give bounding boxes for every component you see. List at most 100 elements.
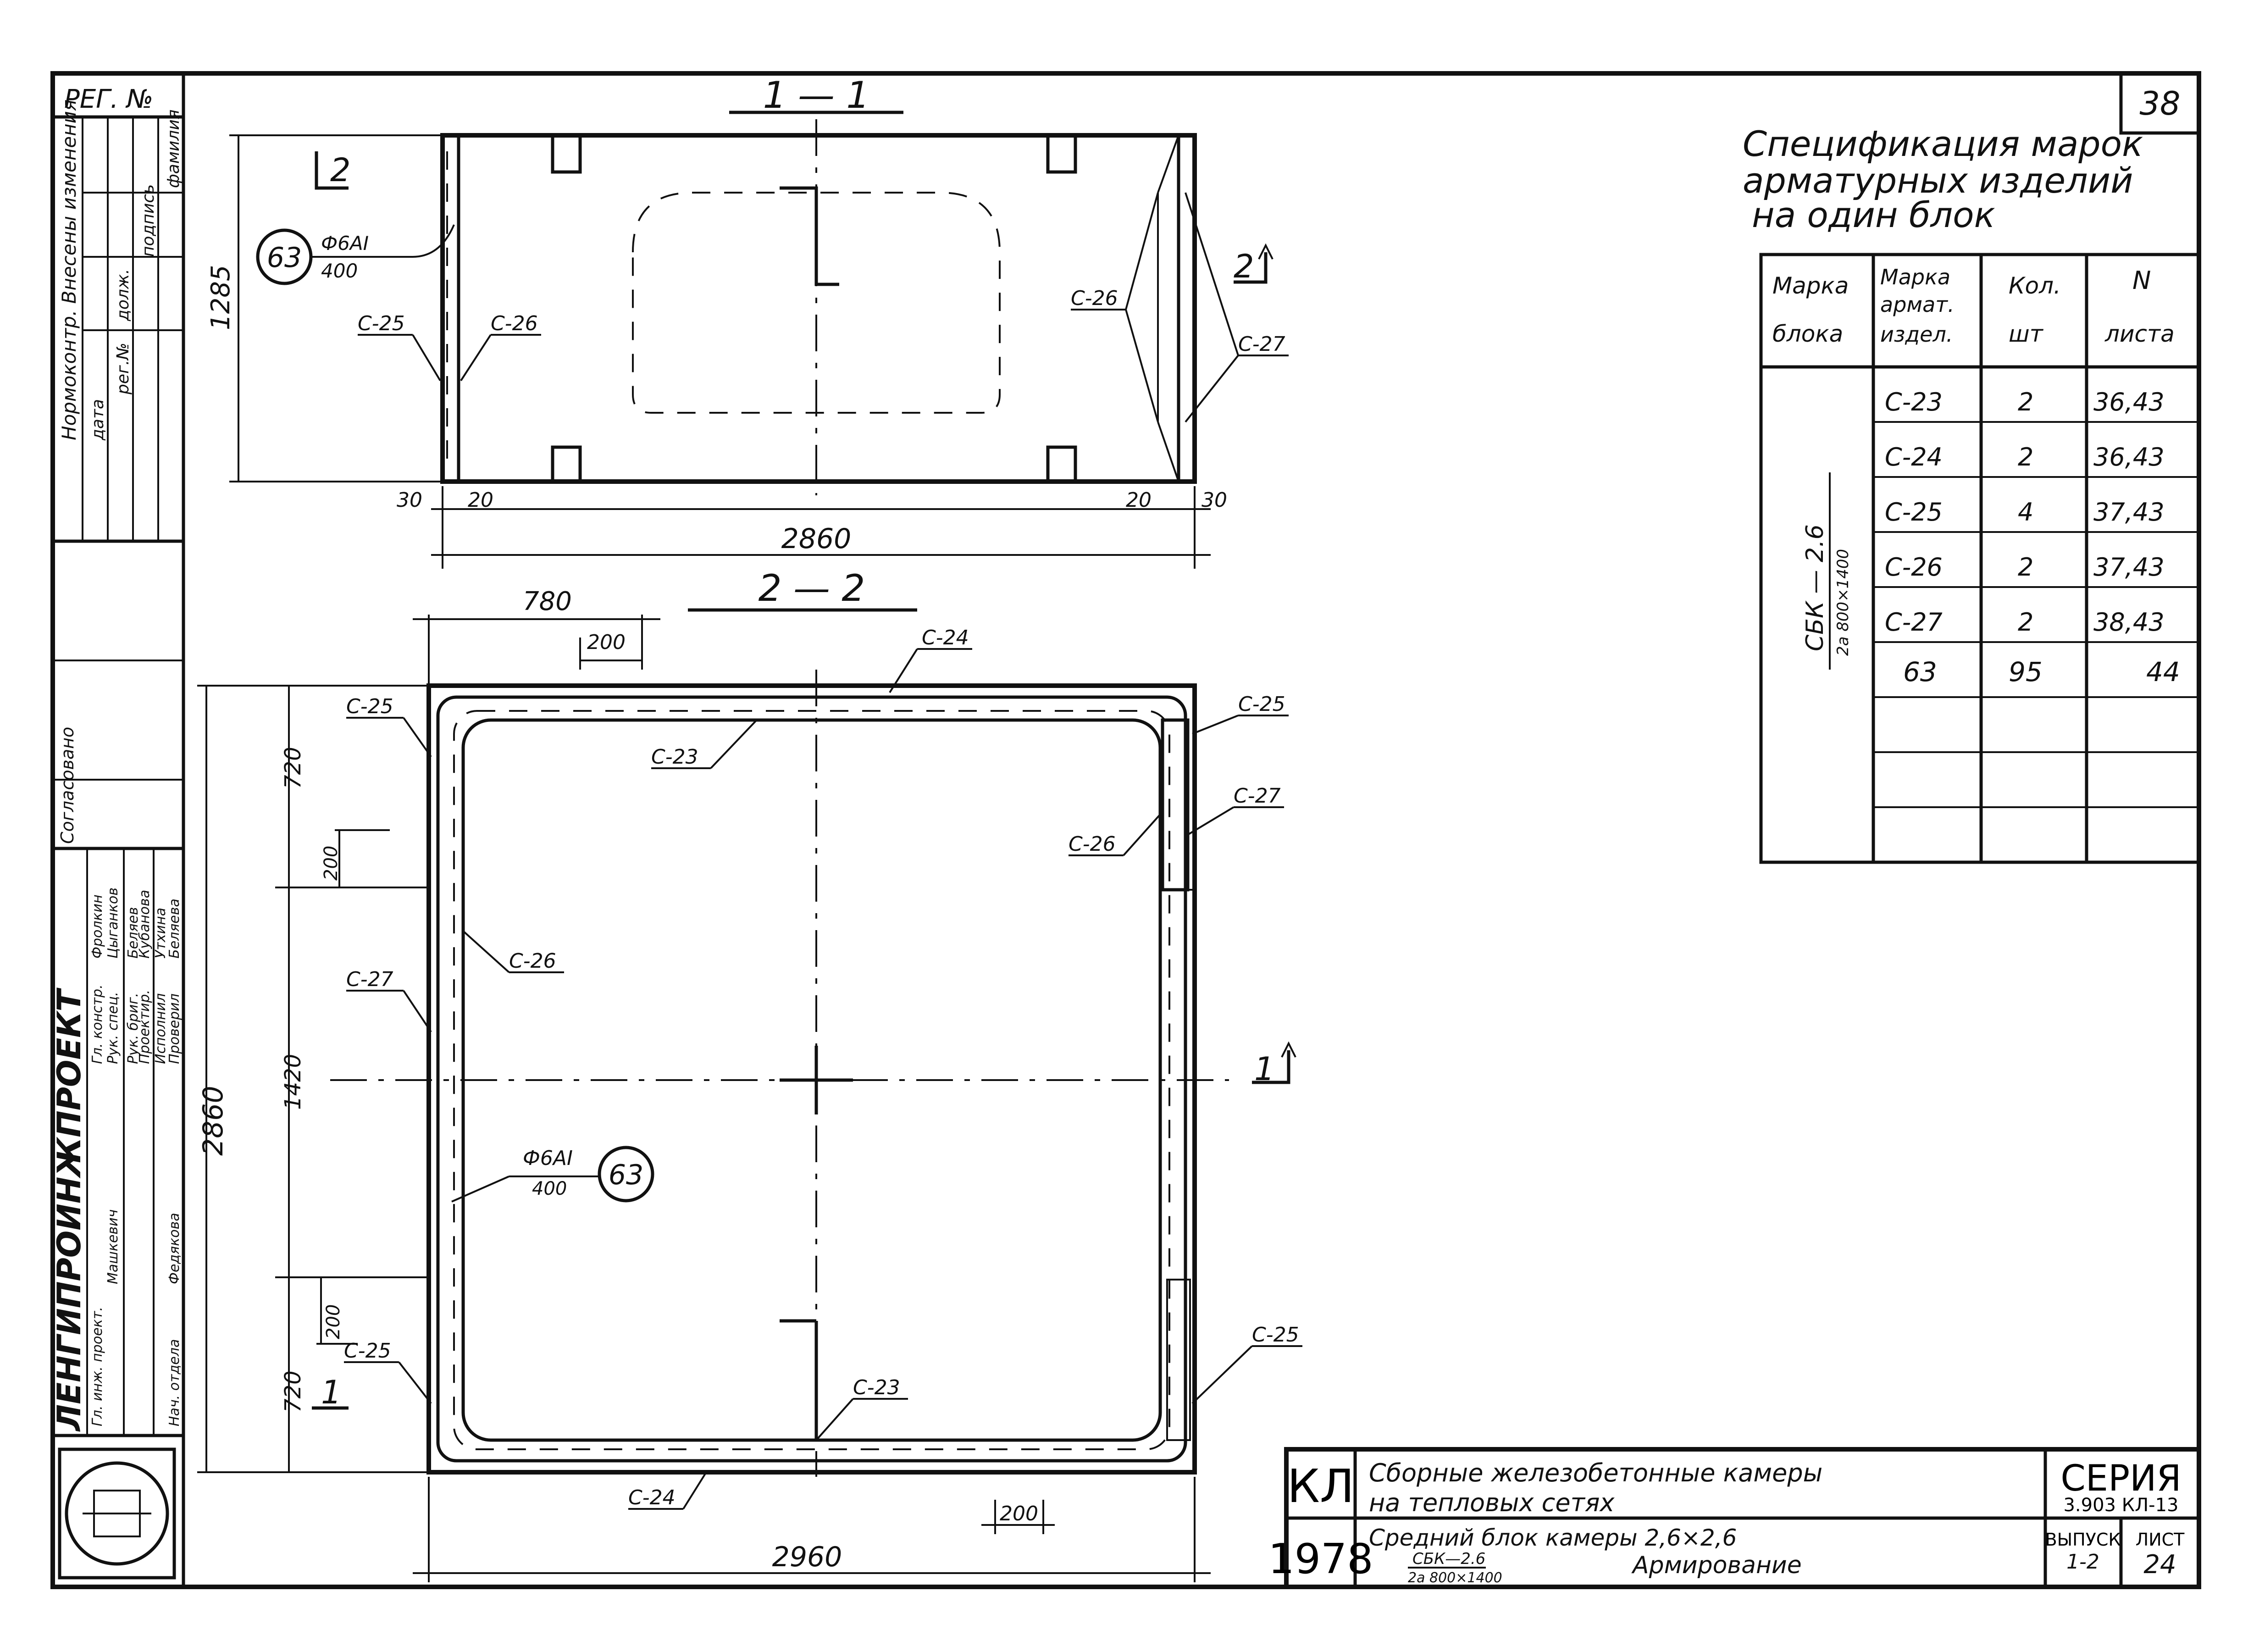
spec-hdr-item-1: Марка bbox=[1880, 265, 1950, 289]
spec-row-6-item: 63 bbox=[1903, 656, 1937, 687]
spec-title-1: Спецификация марок bbox=[1743, 123, 2143, 164]
callout-63-circle bbox=[256, 228, 313, 285]
spec-hdr-qty-1: Кол. bbox=[2009, 272, 2061, 299]
dim-width-2860: 2860 bbox=[781, 523, 852, 555]
person-4: Кубанова bbox=[137, 890, 153, 959]
label-c25-right-bottom: С-25 bbox=[1252, 1323, 1299, 1347]
label-c26-right-mid: С-26 bbox=[1069, 832, 1116, 856]
dim-780: 780 bbox=[523, 587, 572, 616]
spec-row-4-item: С-26 bbox=[1885, 553, 1943, 582]
label-c27-sec1: С-27 bbox=[1238, 333, 1285, 356]
spec-row-5-item: С-27 bbox=[1885, 608, 1943, 637]
section-1-1-outline bbox=[440, 133, 1197, 484]
spec-row-1-sheet: 36,43 bbox=[2093, 388, 2165, 416]
dim-20-left: 20 bbox=[468, 488, 493, 512]
dim-overall-2860: 2860 bbox=[197, 1086, 229, 1156]
callout-63-bar: Ф6АI bbox=[321, 232, 369, 255]
person-5: Утхина bbox=[153, 908, 169, 959]
person-1: Фролкин bbox=[89, 894, 105, 959]
callout-63-num: 63 bbox=[267, 242, 302, 274]
spec-block-sub: 2а 800×1400 bbox=[1834, 549, 1852, 656]
spec-hdr-sheet-2: листа bbox=[2104, 321, 2175, 347]
spec-hdr-sheet-1: N bbox=[2132, 266, 2151, 295]
dim-height-1285: 1285 bbox=[206, 265, 236, 330]
changes-header: Нормоконтр. Внесены изменения bbox=[58, 100, 80, 440]
series-label: СЕРИЯ bbox=[2060, 1458, 2181, 1499]
spec-row-6-sheet: 44 bbox=[2146, 656, 2180, 687]
label-c23-bottom: С-23 bbox=[853, 1376, 900, 1399]
label-c24-bottom: С-24 bbox=[628, 1486, 676, 1509]
role-4: Рук. бриг. bbox=[125, 993, 141, 1064]
label-c26-inner-left: С-26 bbox=[509, 949, 556, 973]
cut-mark-2-left: 2 bbox=[330, 151, 351, 189]
spec-row-1-qty: 2 bbox=[2018, 388, 2033, 416]
spec-row-1-item: С-23 bbox=[1885, 388, 1943, 416]
plan-frame bbox=[436, 695, 1187, 1463]
plan-callout-63-bar: Ф6АI bbox=[523, 1147, 573, 1170]
spec-row-3-sheet: 37,43 bbox=[2093, 498, 2165, 527]
dim-200-top: 200 bbox=[587, 631, 626, 654]
spec-block: Спецификация марок арматурных изделий на… bbox=[1743, 123, 2201, 864]
label-c27-right-mid: С-27 bbox=[1234, 784, 1281, 808]
role-2: Рук. спец. bbox=[105, 992, 121, 1064]
label-c27-left-mid: С-27 bbox=[346, 968, 393, 991]
dim-200-bottom: 200 bbox=[1000, 1502, 1038, 1525]
spec-hdr-item-2: армат. bbox=[1880, 292, 1955, 317]
spec-title-3: на один блок bbox=[1752, 194, 1995, 235]
dim-1420: 1420 bbox=[280, 1054, 306, 1110]
role-5: Проектир. bbox=[137, 990, 153, 1064]
series-value: 3.903 КЛ-13 bbox=[2063, 1495, 2178, 1516]
label-c23-top: С-23 bbox=[651, 745, 698, 769]
plan-callout-63-step: 400 bbox=[532, 1178, 567, 1199]
title-project-2: на тепловых сетях bbox=[1369, 1488, 1615, 1517]
title-sheet-mark: СБК—2.6 bbox=[1412, 1550, 1485, 1568]
label-c25-left-bottom: С-25 bbox=[344, 1339, 391, 1363]
spec-hdr-block-2: блока bbox=[1772, 321, 1843, 347]
role-3: Гл. инж. проект. bbox=[89, 1307, 105, 1426]
side-block: РЕГ. № Нормоконтр. Внесены изменения дат… bbox=[50, 84, 183, 1580]
sheet-value: 24 bbox=[2143, 1550, 2176, 1580]
person-7: Машкевич bbox=[105, 1209, 121, 1284]
title-sheet-2: Армирование bbox=[1631, 1552, 1802, 1579]
title-block: КЛ 1978 Сборные железобетонные камеры на… bbox=[1268, 1447, 2201, 1589]
person-2: Цыганков bbox=[105, 887, 121, 959]
reg-no: РЕГ. № bbox=[64, 84, 153, 114]
spec-row-2-qty: 2 bbox=[2018, 443, 2033, 471]
section-2-2-label: 2 — 2 bbox=[759, 567, 865, 610]
plan-callout-63-circle bbox=[598, 1146, 654, 1203]
plan-callout-63-num: 63 bbox=[609, 1159, 643, 1191]
dim-30-right: 30 bbox=[1202, 488, 1227, 512]
approved-label: Согласовано bbox=[57, 727, 78, 844]
spec-row-6-qty: 95 bbox=[2009, 656, 2043, 687]
role-7: Проверил bbox=[166, 993, 183, 1064]
section-2-2: 2 — 2 780 200 2860 720 bbox=[197, 567, 1302, 1582]
dim-200-left-bottom: 200 bbox=[323, 1304, 344, 1339]
label-c24-top: С-24 bbox=[922, 626, 969, 649]
spec-row-4-qty: 2 bbox=[2018, 553, 2033, 582]
spec-hdr-qty-2: шт bbox=[2009, 321, 2044, 347]
changes-col-sign: подпись bbox=[139, 184, 158, 257]
dim-720-bottom: 720 bbox=[280, 1370, 306, 1413]
changes-col-date: дата bbox=[89, 399, 107, 441]
section-1-1: 1 — 1 2 2 1285 30 bbox=[206, 74, 1289, 569]
title-year: 1978 bbox=[1268, 1535, 1373, 1583]
dim-30-left: 30 bbox=[397, 488, 422, 512]
sheet-number-box bbox=[2119, 72, 2201, 135]
label-c25-sec1: С-25 bbox=[358, 312, 405, 335]
spec-block-mark: СБК — 2.6 bbox=[1801, 524, 1829, 651]
spec-hdr-block-1: Марка bbox=[1772, 272, 1849, 299]
title-sheet-1: Средний блок камеры 2,6×2,6 bbox=[1369, 1524, 1737, 1551]
changes-col-post: долж. bbox=[114, 269, 133, 322]
issue-label: ВЫПУСК bbox=[2045, 1530, 2121, 1550]
section-1-1-label: 1 — 1 bbox=[763, 74, 870, 116]
spec-row-4-sheet: 37,43 bbox=[2093, 553, 2165, 582]
changes-col-reg: рег.№ bbox=[114, 343, 133, 395]
person-6: Беляева bbox=[166, 898, 183, 959]
label-c26-sec1: С-26 bbox=[491, 312, 538, 335]
label-c25-left-top: С-25 bbox=[346, 695, 393, 718]
label-c26-sec1-right: С-26 bbox=[1071, 287, 1118, 310]
spec-row-5-sheet: 38,43 bbox=[2093, 608, 2165, 637]
issue-value: 1-2 bbox=[2066, 1550, 2099, 1574]
spec-row-3-qty: 4 bbox=[2018, 498, 2033, 527]
